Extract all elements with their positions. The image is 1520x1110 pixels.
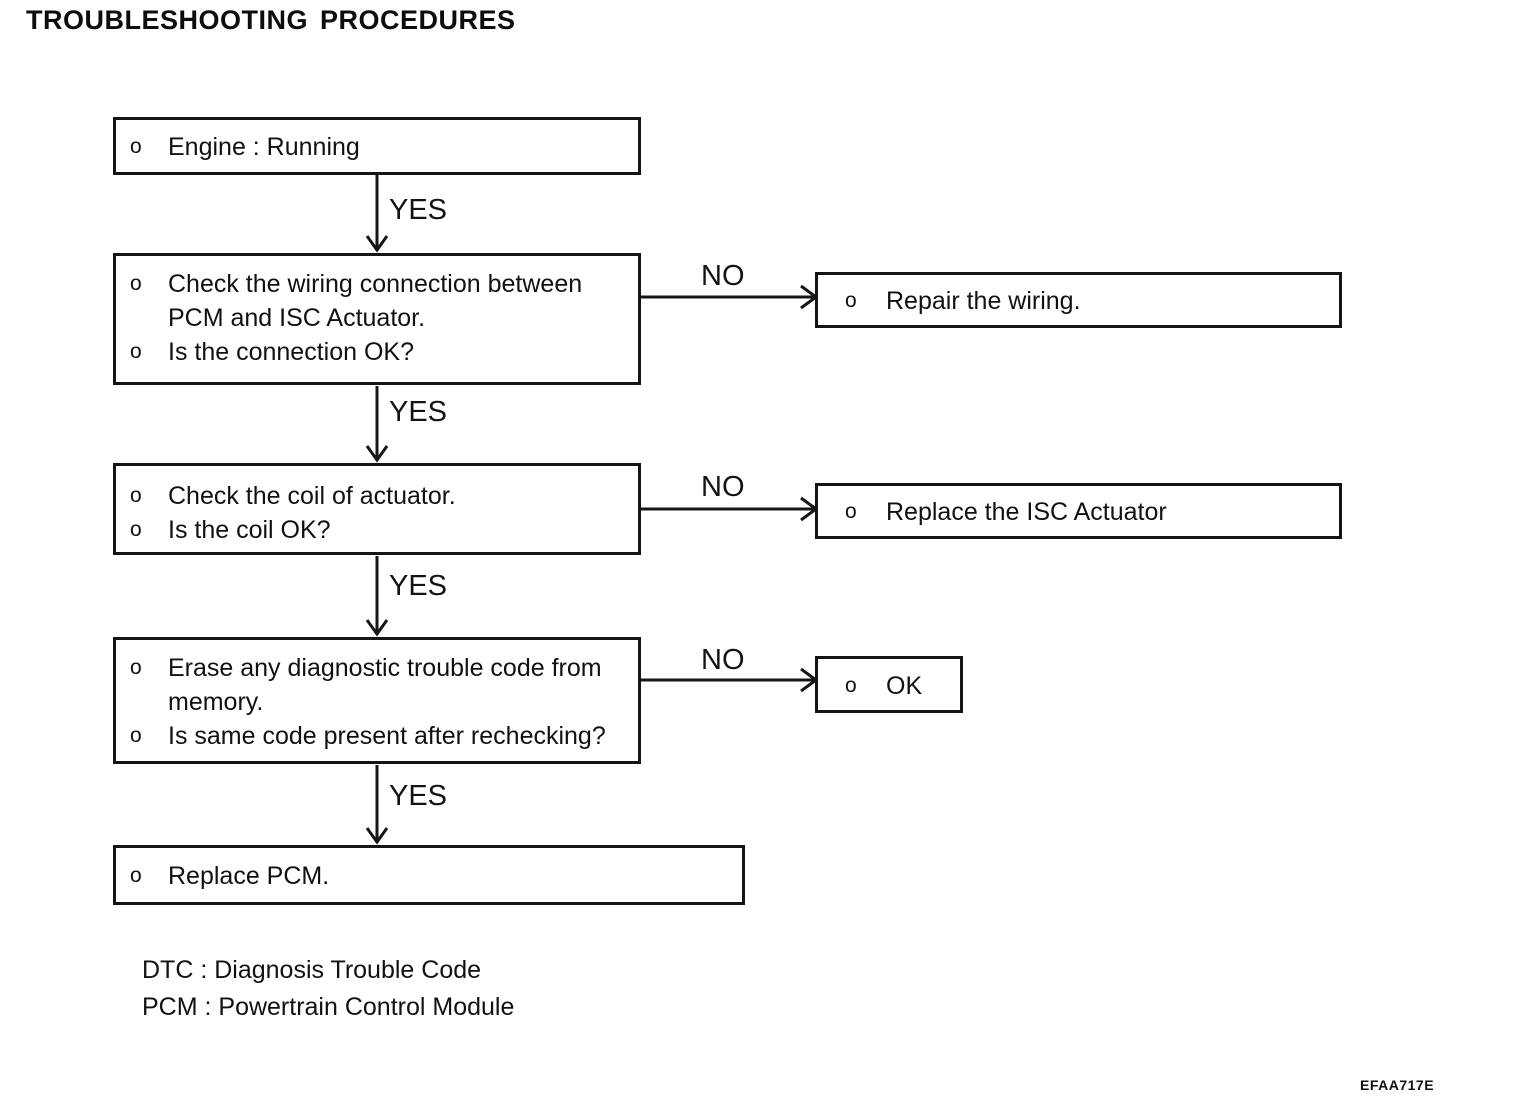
step-text: Engine : Running <box>168 133 360 161</box>
bullet-marker: o <box>130 135 142 158</box>
down-arrow-icon <box>365 175 389 253</box>
yes-label: YES <box>389 396 448 428</box>
step-text: Is same code present after rechecking? <box>168 722 606 750</box>
result-text: Replace the ISC Actuator <box>886 498 1167 526</box>
list-item: o Replace PCM. <box>116 859 742 893</box>
legend-line-dtc: DTC : Diagnosis Trouble Code <box>142 956 482 984</box>
step-text: Is the coil OK? <box>168 516 331 544</box>
step-text: Check the coil of actuator. <box>168 482 456 510</box>
bullet-marker: o <box>130 272 142 295</box>
no-label: NO <box>701 260 745 292</box>
result-box-ok: o OK <box>815 656 963 713</box>
figure-code: EFAA717E <box>1360 1077 1435 1093</box>
step-box-check-wiring: o Check the wiring connection between PC… <box>113 253 641 385</box>
no-label: NO <box>701 644 745 676</box>
bullet-marker: o <box>130 864 142 887</box>
yes-label: YES <box>389 194 448 226</box>
no-label: NO <box>701 471 745 503</box>
list-item: o Check the coil of actuator. <box>116 479 638 513</box>
list-item: o Check the wiring connection between PC… <box>116 267 638 335</box>
list-item: o Is the connection OK? <box>116 335 638 369</box>
step-text: Erase any diagnostic trouble code from m… <box>168 654 602 716</box>
result-box-repair-wiring: o Repair the wiring. <box>815 272 1342 328</box>
bullet-marker: o <box>130 724 142 747</box>
down-arrow-icon <box>365 386 389 463</box>
bullet-marker: o <box>845 674 857 697</box>
bullet-marker: o <box>845 289 857 312</box>
down-arrow-icon <box>365 556 389 637</box>
legend-line-pcm: PCM : Powertrain Control Module <box>142 993 515 1021</box>
step-text: Check the wiring connection between PCM … <box>168 270 583 332</box>
legend: DTC : Diagnosis Trouble Code PCM : Power… <box>142 952 514 1026</box>
list-item: o Is the coil OK? <box>116 513 638 547</box>
list-item: o Replace the ISC Actuator <box>818 495 1339 529</box>
bullet-marker: o <box>130 656 142 679</box>
list-item: o Repair the wiring. <box>818 284 1339 318</box>
bullet-marker: o <box>845 500 857 523</box>
bullet-marker: o <box>130 484 142 507</box>
bullet-marker: o <box>130 340 142 363</box>
result-box-replace-isc: o Replace the ISC Actuator <box>815 483 1342 539</box>
step-box-engine-running: o Engine : Running <box>113 117 641 175</box>
page-title: TROUBLESHOOTING PROCEDURES <box>26 5 516 35</box>
list-item: o Is same code present after rechecking? <box>116 719 638 753</box>
yes-label: YES <box>389 570 448 602</box>
yes-label: YES <box>389 780 448 812</box>
step-box-replace-pcm: o Replace PCM. <box>113 845 745 905</box>
step-text: Is the connection OK? <box>168 338 414 366</box>
result-text: Repair the wiring. <box>886 287 1081 315</box>
list-item: o Engine : Running <box>116 130 638 164</box>
bullet-marker: o <box>130 518 142 541</box>
step-text: Replace PCM. <box>168 862 330 890</box>
step-box-erase-dtc: o Erase any diagnostic trouble code from… <box>113 637 641 764</box>
result-text: OK <box>886 672 923 700</box>
down-arrow-icon <box>365 765 389 845</box>
list-item: o OK <box>818 669 960 703</box>
list-item: o Erase any diagnostic trouble code from… <box>116 651 638 719</box>
step-box-check-coil: o Check the coil of actuator. o Is the c… <box>113 463 641 555</box>
